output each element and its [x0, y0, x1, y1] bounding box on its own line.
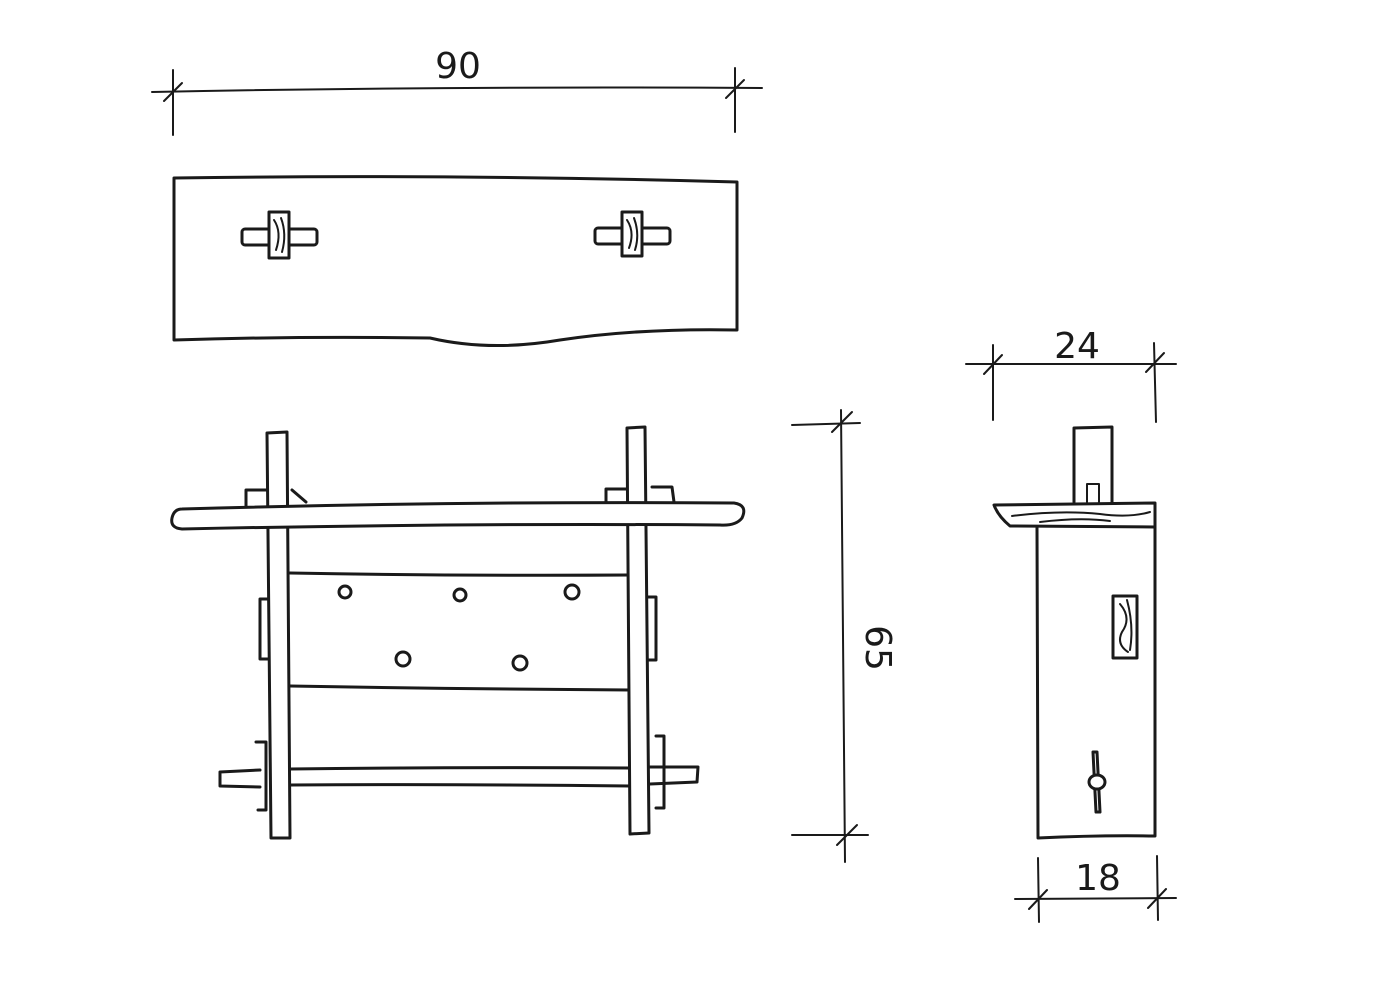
side-bottom-dimension: 18: [1014, 855, 1177, 923]
bottom-stretcher: [218, 734, 700, 812]
height-dimension-label: 65: [857, 625, 898, 671]
right-peg-top-view: [593, 210, 672, 258]
back-panel: [288, 571, 632, 692]
side-top-dimension-label: 24: [1054, 326, 1100, 367]
side-shelf-board: [992, 501, 1157, 529]
side-top-dimension: 24: [965, 326, 1177, 423]
width-dimension: 90: [151, 46, 763, 136]
top-shelf-board: [170, 501, 746, 531]
side-mortise: [1111, 594, 1139, 660]
left-peg-top-view: [240, 210, 319, 260]
side-body: [1035, 525, 1157, 840]
front-view: [170, 425, 746, 840]
top-board-outline: [172, 175, 739, 347]
height-dimension: 65: [791, 409, 898, 863]
side-bottom-peg: [1087, 750, 1107, 814]
side-bottom-dimension-label: 18: [1075, 858, 1121, 899]
top-view: 90: [151, 46, 763, 347]
panel-holes: [337, 583, 581, 672]
right-leg: [625, 425, 651, 836]
side-view: 24 18: [965, 326, 1177, 923]
width-dimension-label: 90: [435, 46, 481, 87]
left-leg: [265, 430, 292, 840]
